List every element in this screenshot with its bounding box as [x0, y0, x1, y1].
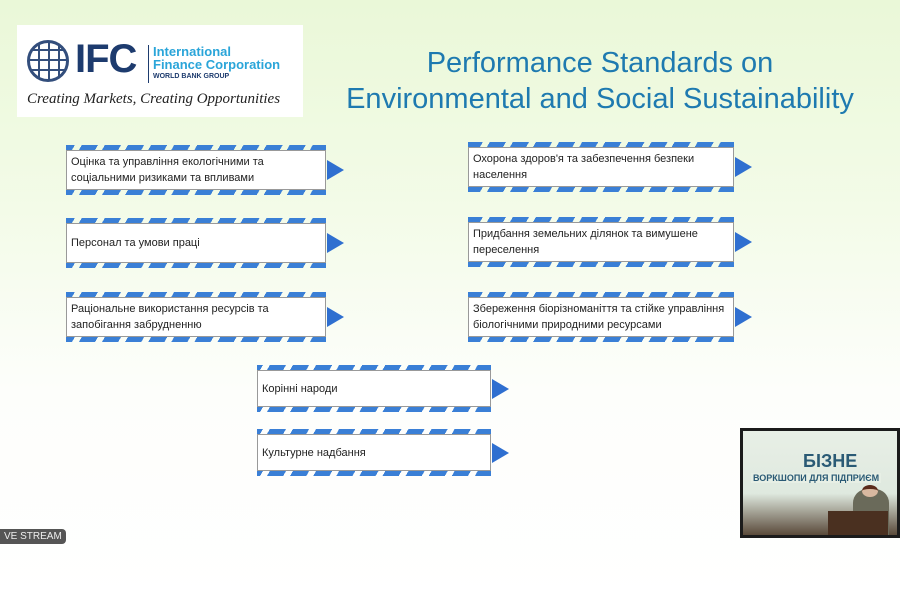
video-frame: БІЗНЕ ВОРКШОПИ ДЛЯ ПІДПРИЄМ	[743, 431, 897, 535]
arrow-icon	[735, 232, 752, 252]
logo-acronym: IFC	[75, 37, 137, 81]
standard-label: Придбання земельних ділянок та вимушене …	[468, 217, 734, 267]
logo-group: WORLD BANK GROUP	[153, 73, 230, 80]
video-heading: БІЗНЕ	[803, 451, 858, 471]
standard-label: Збереження біорізноманіття та стійке упр…	[468, 292, 734, 342]
arrow-icon	[327, 307, 344, 327]
standard-label: Корінні народи	[257, 365, 491, 412]
standard-label: Раціональне використання ресурсів та зап…	[66, 292, 326, 342]
arrow-icon	[735, 307, 752, 327]
arrow-icon	[492, 442, 509, 463]
logo-name-line1: International	[153, 44, 232, 59]
slide-title: Performance Standards on Environmental an…	[300, 45, 900, 117]
standard-item: Культурне надбання	[257, 429, 509, 476]
logo-divider	[148, 45, 149, 83]
standard-label: Оцінка та управління екологічними та соц…	[66, 145, 326, 195]
standard-item: Персонал та умови праці	[66, 218, 344, 268]
live-stream-badge: VE STREAM	[0, 529, 66, 544]
globe-icon	[27, 40, 69, 82]
standard-label: Персонал та умови праці	[66, 218, 326, 268]
standard-label: Охорона здоров'я та забезпечення безпеки…	[468, 142, 734, 192]
standard-item: Корінні народи	[257, 365, 509, 412]
title-line1: Performance Standards on	[426, 47, 774, 79]
standard-item: Оцінка та управління екологічними та соц…	[66, 145, 344, 195]
speaker-video[interactable]: БІЗНЕ ВОРКШОПИ ДЛЯ ПІДПРИЄМ	[740, 428, 900, 538]
title-line2: Environmental and Social Sustainability	[346, 83, 854, 115]
standard-item: Охорона здоров'я та забезпечення безпеки…	[468, 142, 752, 192]
video-subheading: ВОРКШОПИ ДЛЯ ПІДПРИЄМ	[751, 473, 882, 483]
standard-item: Збереження біорізноманіття та стійке упр…	[468, 292, 752, 342]
speaker-head	[862, 485, 878, 497]
standard-label: Культурне надбання	[257, 429, 491, 476]
arrow-icon	[492, 378, 509, 399]
podium	[828, 511, 888, 535]
standard-item: Придбання земельних ділянок та вимушене …	[468, 217, 752, 267]
arrow-icon	[327, 233, 344, 253]
standard-item: Раціональне використання ресурсів та зап…	[66, 292, 344, 342]
arrow-icon	[735, 157, 752, 177]
arrow-icon	[327, 160, 344, 180]
logo-tagline: Creating Markets, Creating Opportunities	[27, 91, 281, 107]
logo-name-line2: Finance Corporation	[153, 57, 281, 72]
